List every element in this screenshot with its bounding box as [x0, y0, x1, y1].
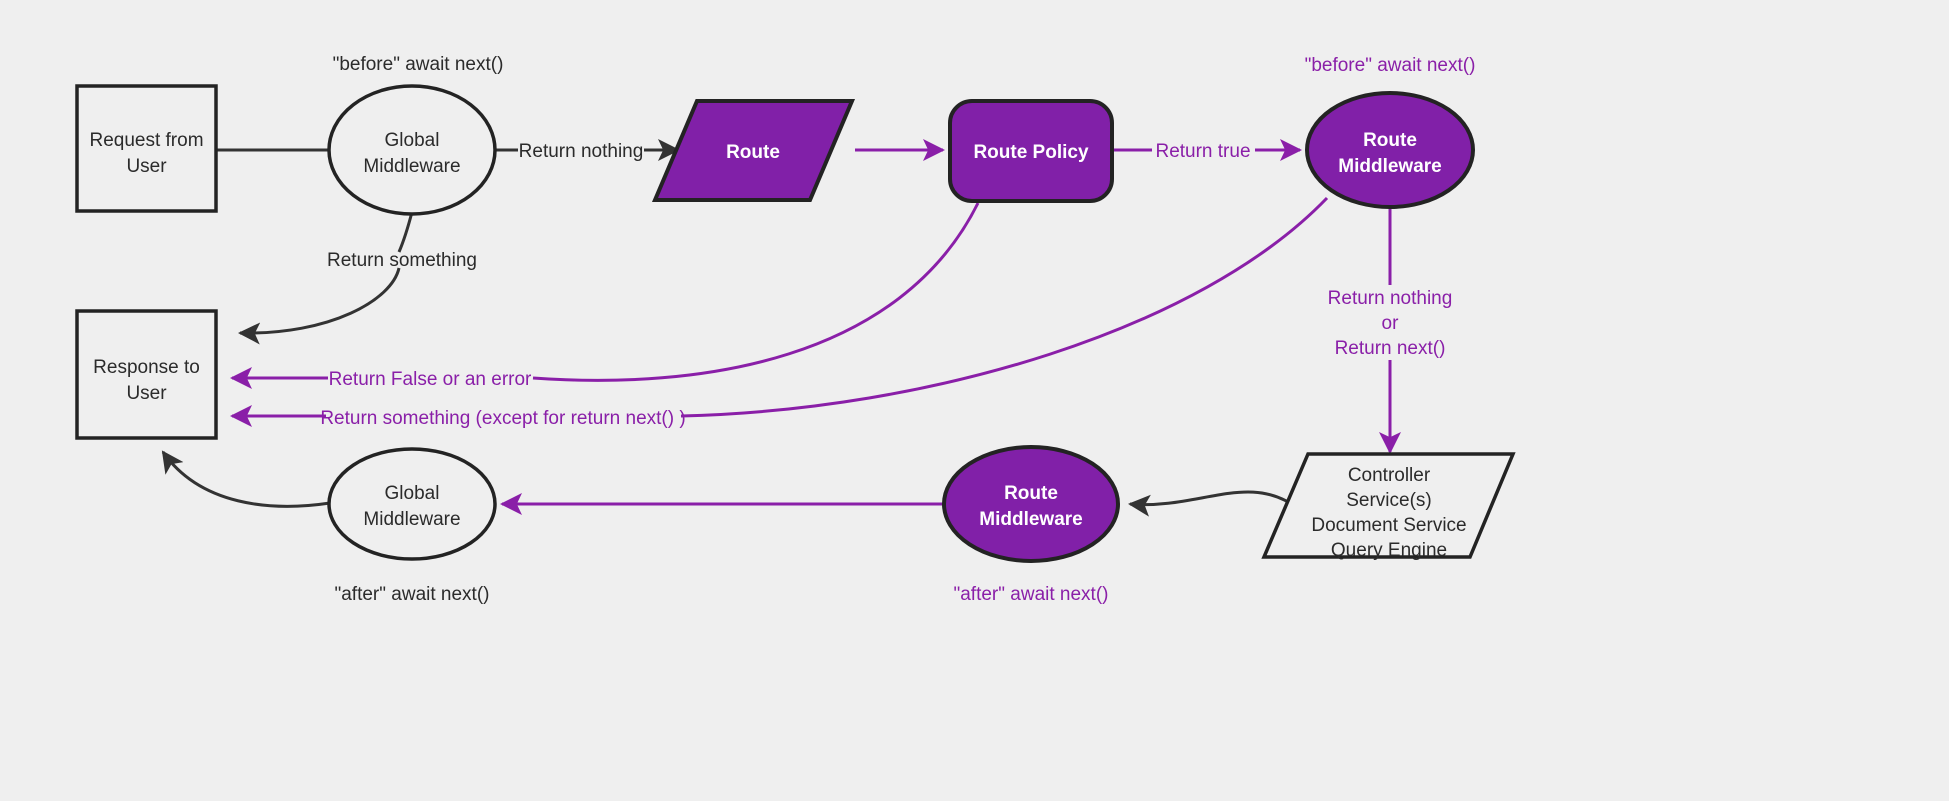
edge-label-return-nothing-top: Return nothing [519, 141, 644, 162]
node-global-middleware-top[interactable]: Global Middleware [327, 84, 497, 216]
node-response-to-user[interactable]: Response to User [75, 309, 218, 440]
route-middleware-bottom-line1: Route [1004, 483, 1058, 504]
global-middleware-bottom-line1: Global [385, 483, 440, 504]
controller-services-line3: Document Service [1311, 515, 1466, 536]
route-middleware-bottom-line2: Middleware [979, 509, 1082, 530]
edge-label-return-something-top: Return something [327, 250, 477, 271]
edge-label-return-true: Return true [1155, 141, 1250, 162]
request-from-user-line2: User [126, 156, 167, 177]
route-policy-label: Route Policy [973, 142, 1089, 163]
response-to-user-line1: Response to [93, 357, 200, 378]
global-middleware-bottom-line2: Middleware [363, 509, 460, 530]
response-to-user-line2: User [126, 383, 167, 404]
node-route[interactable]: Route [651, 99, 856, 202]
node-route-policy[interactable]: Route Policy [948, 99, 1114, 203]
route-middleware-top-line1: Route [1363, 130, 1417, 151]
edge-global-middleware-bottom-to-response [161, 450, 331, 508]
controller-services-line4: Query Engine [1331, 540, 1447, 561]
global-middleware-top-line1: Global [385, 130, 440, 151]
annotation-after-await-next-global: "after" await next() [335, 584, 490, 605]
node-controller-services[interactable]: Controller Service(s) Document Service Q… [1261, 452, 1516, 561]
edge-label-return-nothing-or-next-line3: Return next() [1335, 338, 1446, 359]
controller-services-line2: Service(s) [1346, 490, 1432, 511]
edge-route-middleware-return-something [230, 196, 1329, 427]
request-from-user-line1: Request from [89, 130, 203, 151]
edge-global-middleware-return-something [238, 211, 414, 345]
annotation-after-await-next-route: "after" await next() [954, 584, 1109, 605]
edge-label-return-false-or-error: Return False or an error [329, 369, 532, 390]
node-route-middleware-bottom[interactable]: Route Middleware [942, 445, 1120, 563]
node-request-from-user[interactable]: Request from User [75, 84, 218, 213]
annotation-before-await-next-global: "before" await next() [333, 54, 504, 75]
edge-label-return-nothing-or-next-line1: Return nothing [1328, 288, 1453, 309]
global-middleware-top-line2: Middleware [363, 156, 460, 177]
node-route-middleware-top[interactable]: Route Middleware [1305, 91, 1475, 209]
edge-route-policy-return-false [230, 202, 980, 389]
controller-services-line1: Controller [1348, 465, 1431, 486]
route-middleware-top-line2: Middleware [1338, 156, 1441, 177]
edge-label-return-something-except-next: Return something (except for return next… [320, 408, 685, 429]
node-global-middleware-bottom[interactable]: Global Middleware [327, 447, 497, 561]
route-label: Route [726, 142, 780, 163]
edge-controller-to-route-middleware-bottom [1128, 490, 1301, 517]
annotation-before-await-next-route: "before" await next() [1305, 55, 1476, 76]
edge-label-return-nothing-or-next-line2: or [1382, 313, 1400, 334]
